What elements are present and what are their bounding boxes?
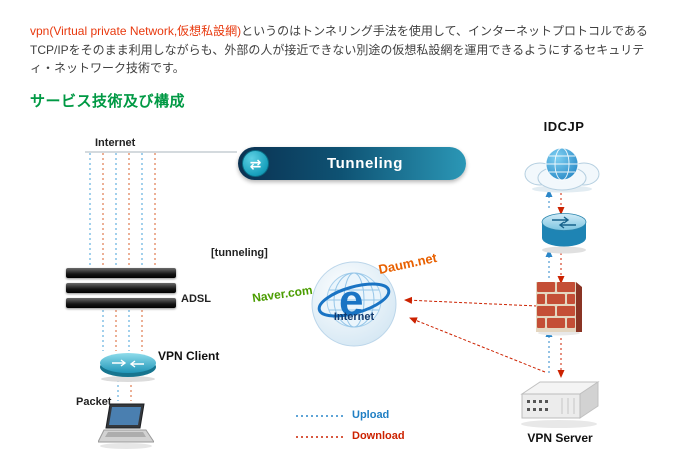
globe-internet-label: Internet xyxy=(333,311,375,323)
swap-arrows-icon: ⇄ xyxy=(242,150,269,177)
intro-highlight: vpn(Virtual private Network,仮想私設網) xyxy=(30,24,242,38)
idc-cloud-icon xyxy=(524,147,600,193)
firewall-icon xyxy=(536,282,582,336)
adsl-modem-bar xyxy=(66,283,176,293)
naver-label: Naver.com xyxy=(251,282,314,306)
vpn-client-router-icon xyxy=(100,353,156,382)
daum-label: Daum.net xyxy=(377,250,439,277)
vpn-server-icon xyxy=(520,381,600,428)
internet-globe-icon: e xyxy=(311,261,397,347)
packet-label: Packet xyxy=(76,396,112,408)
adsl-label: ADSL xyxy=(181,293,211,305)
router-icon xyxy=(541,213,587,254)
legend-download-label: Download xyxy=(352,430,405,442)
adsl-modem-bar xyxy=(66,298,176,308)
idcjp-label: IDCJP xyxy=(543,119,585,134)
tunneling-bracket-label: [tunneling] xyxy=(211,247,268,259)
adsl-modem-bar xyxy=(66,268,176,278)
vpn-server-label: VPN Server xyxy=(527,431,593,445)
section-title: サービス技術及び構成 xyxy=(30,93,186,110)
tunneling-banner: ⇄ Tunneling xyxy=(238,147,466,180)
laptop-icon xyxy=(98,403,154,449)
legend-upload-label: Upload xyxy=(352,409,390,421)
internet-line-label: Internet xyxy=(95,137,136,149)
intro-paragraph: vpn(Virtual private Network,仮想私設網)というのはト… xyxy=(30,22,662,78)
vpn-client-label: VPN Client xyxy=(158,349,220,363)
intro-body: というのはトンネリング手法を使用して、インターネットプロトコルであるTCP/IP… xyxy=(30,24,648,76)
tunneling-banner-label: Tunneling xyxy=(327,155,403,172)
